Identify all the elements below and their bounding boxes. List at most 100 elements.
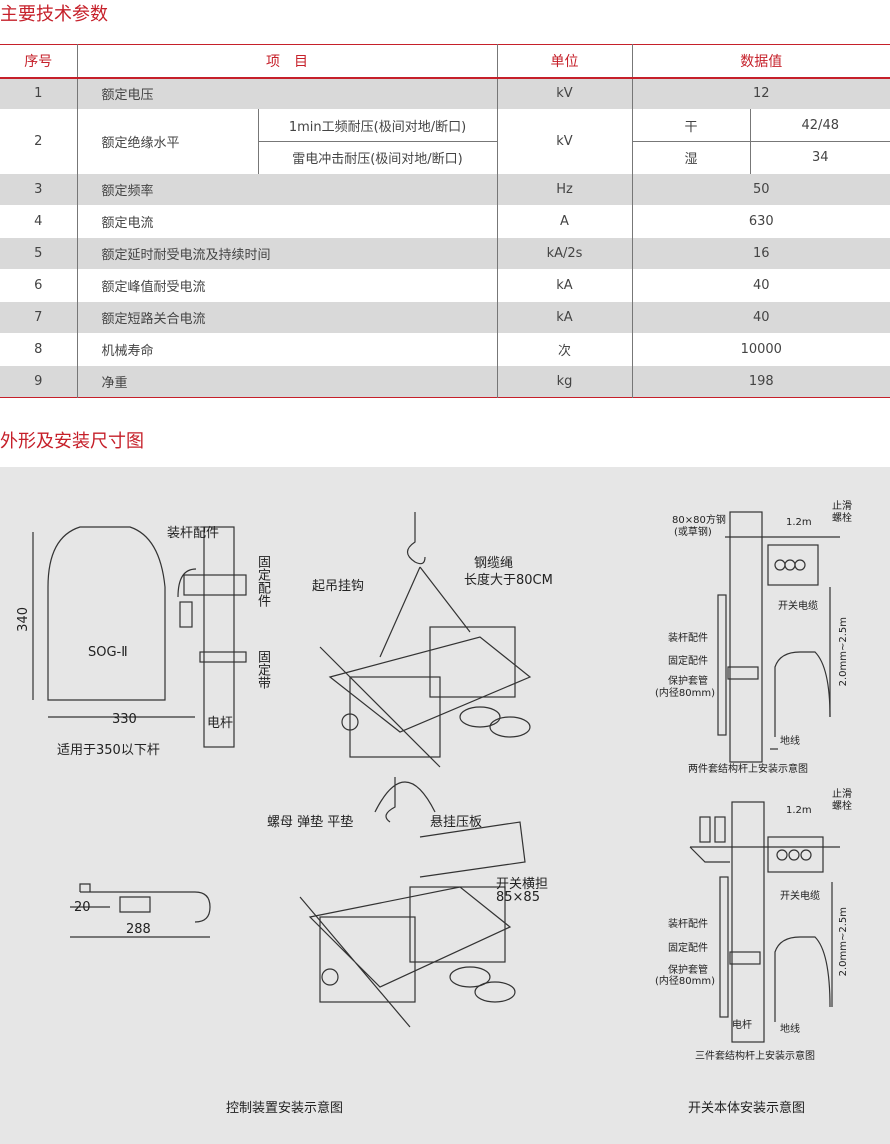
label-note: 适用于350以下杆 [57,743,160,758]
cell-subitem: 雷电冲击耐压(极间对地/断口) [258,141,498,174]
cell-item: 额定延时耐受电流及持续时间 [77,237,498,270]
label-pole-fitting: 装杆配件 [668,633,708,644]
label-cable-length: 长度大于80CM [464,573,553,588]
cell-no: 3 [0,173,78,206]
cell-unit: kA/2s [497,237,633,270]
label-fixing-fitting: 固定配件 [668,656,708,667]
dim-height: 2.0mm~2.5m [838,617,849,687]
cell-item: 额定峰值耐受电流 [77,269,498,302]
label-sleeve-dia: (内径80mm) [655,976,716,987]
two-piece-pole-drawing [717,511,840,763]
cell-no: 9 [0,365,78,398]
cell-value: 40 [632,301,890,334]
cell-value: 10000 [740,342,782,357]
label-nut-washers: 螺母 弹垫 平垫 [267,815,354,830]
cell-no: 6 [0,269,78,302]
label-cable: 钢缆绳 [474,556,514,571]
cell-item: 额定绝缘水平 [77,109,259,174]
cell-no: 8 [0,333,78,366]
label-switch-cable: 开关电缆 [780,891,820,902]
label-hook: 起吊挂钩 [312,579,365,594]
header-unit: 单位 [497,44,633,79]
cell-unit: kA [497,269,633,302]
cell-no: 4 [0,205,78,238]
cell-subitem: 1min工频耐压(极间对地/断口) [258,109,498,142]
label-pole: 电杆 [207,716,234,731]
model-label: SOG-Ⅱ [88,645,128,660]
cell-value: 12 [632,77,890,110]
cell-value: 630 [748,214,774,229]
cell-no: 7 [0,301,78,334]
header-no: 序号 [0,44,78,79]
label-hanging-plate: 悬挂压板 [430,815,483,830]
caption-two-piece: 两件套结构杆上安装示意图 [688,764,808,775]
cell-unit: Hz [497,173,633,206]
label-fixing-fitting: 固定配件 [668,943,708,954]
three-piece-pole-drawing [689,801,840,1043]
label-fixing-band: 固定带 [255,650,270,689]
label-ground: 地线 [780,1024,800,1035]
caption-control: 控制装置安装示意图 [226,1101,344,1116]
label-bolt: 止滑 [832,501,852,512]
label-steel-alt: (或草钢) [674,527,712,538]
label-steel: 80×80方钢 [672,515,726,526]
dim-width: 330 [112,712,137,727]
cell-value: 34 [811,150,829,165]
diagram-panel: 装杆配件 固定配件 固定带 340 330 SOG-Ⅱ 电杆 适用于350以下杆… [0,467,890,1144]
header-item: 项 目 [77,44,498,79]
caption-three-piece: 三件套结构杆上安装示意图 [695,1051,815,1062]
control-box-outline [47,526,166,701]
dim-height: 2.0mm~2.5m [838,907,849,977]
dim-bracket-20: 20 [74,900,91,915]
cell-item: 机械寿命 [77,333,498,366]
cell-unit: kg [497,365,633,398]
dim-span: 1.2m [786,517,812,528]
cell-cond: 干 [632,109,751,142]
cell-value: 198 [632,365,890,398]
label-bolt: 止滑 [832,789,852,800]
section-title-specs: 主要技术参数 [0,4,108,25]
cell-item: 额定电流 [77,205,498,238]
table-row: 雷电冲击耐压(极间对地/断口) 湿 34 [0,141,890,174]
label-crossarm: 开关横担 [496,877,549,892]
header-value: 数据值 [632,44,890,79]
table-header: 序号 项 目 单位 数据值 [0,44,890,79]
section-title-dimensions: 外形及安装尺寸图 [0,431,144,452]
bracket-drawing [79,883,211,923]
cell-item: 额定频率 [77,173,498,206]
cell-item: 额定短路关合电流 [77,301,498,334]
pole-shape [203,526,235,748]
cell-item: 额定电压 [77,77,498,110]
label-ground: 地线 [780,736,800,747]
label-pole-fitting: 装杆配件 [668,919,708,930]
label-fixing-fitting: 固定配件 [255,555,270,607]
cell-no: 2 [0,109,78,174]
cell-cond: 湿 [632,141,751,174]
cell-no: 1 [0,77,78,110]
cell-no: 5 [0,237,78,270]
label-sleeve: 保护套管 [668,676,708,687]
dim-height: 340 [16,607,31,632]
switch-lifting-drawing [319,512,532,768]
caption-switch: 开关本体安装示意图 [688,1101,806,1116]
cell-value: 42/48 [801,118,839,133]
label-bolt: 螺栓 [832,801,852,812]
label-pole-fitting: 装杆配件 [167,526,220,541]
label-pole: 电杆 [732,1020,752,1031]
label-switch-cable: 开关电缆 [778,601,818,612]
label-sleeve-dia: (内径80mm) [655,688,716,699]
label-bolt: 螺栓 [832,513,852,524]
cell-unit: A [497,205,633,238]
cell-item: 净重 [77,365,498,398]
cell-value: 40 [752,278,770,293]
dim-span: 1.2m [786,805,812,816]
